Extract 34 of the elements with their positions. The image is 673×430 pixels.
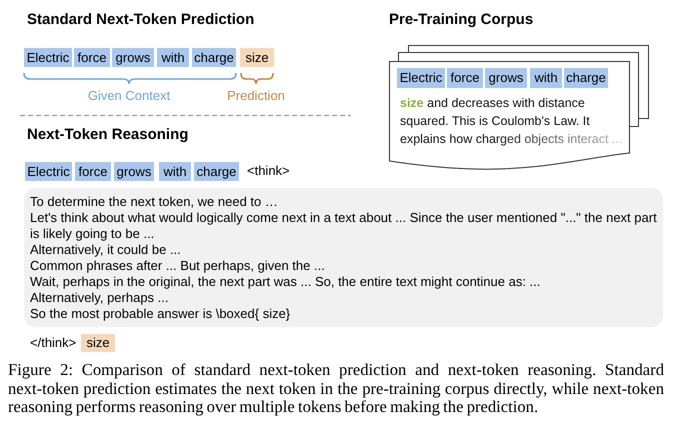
document-page	[389, 61, 630, 171]
context-token: Electric	[397, 68, 445, 88]
context-token: with	[530, 68, 562, 88]
section-heading: Pre-Training Corpus	[389, 11, 534, 28]
brace-label: Given Context	[88, 88, 170, 103]
document-text: size and decreases with distance squared. This is Coulomb's Law. It explains how charged objects interact ...	[400, 95, 624, 148]
reasoning-line: Let's think about what would logically come next in a text about ... Since the user mentioned "..." the next part is likely going to be ...	[30, 210, 658, 242]
context-token: force	[447, 68, 483, 88]
think-tag: </think>	[30, 335, 76, 350]
predicted-token: size	[240, 48, 274, 67]
context-token: grows	[112, 48, 154, 67]
reasoning-line: Alternatively, it could be ...	[30, 242, 182, 258]
context-token: with	[159, 162, 191, 181]
context-token: charge	[194, 162, 239, 181]
figure-caption: Figure 2: Comparison of standard next-token prediction and next-token reasoning. Standard next-token prediction estimates the next token in the pre-training corpus directly, while next-token reasoning performs reasoning over multiple tokens before making the prediction.	[8, 361, 664, 416]
context-token: charge	[192, 48, 236, 67]
context-token: charge	[564, 68, 608, 88]
context-token: force	[75, 162, 111, 181]
brace-label: Prediction	[227, 88, 285, 103]
reasoning-line: To determine the next token, we need to …	[30, 194, 279, 210]
context-token: force	[74, 48, 110, 67]
section-heading: Standard Next-Token Prediction	[27, 11, 254, 28]
context-token: grows	[114, 162, 154, 181]
context-token: Electric	[25, 162, 72, 181]
context-token: grows	[485, 68, 527, 88]
reasoning-line: Alternatively, perhaps ...	[30, 290, 170, 306]
think-tag: <think>	[247, 163, 290, 178]
reasoning-line: Wait, perhaps in the original, the next part was ... So, the entire text might continue as: ...	[30, 274, 542, 290]
context-token: Electric	[24, 48, 72, 67]
context-token: with	[157, 48, 189, 67]
predicted-token: size	[81, 334, 115, 352]
reasoning-line: So the most probable answer is \boxed{ size}	[30, 306, 292, 322]
reasoning-line: Common phrases after ... But perhaps, given the ...	[30, 258, 326, 274]
section-heading: Next-Token Reasoning	[27, 126, 188, 143]
